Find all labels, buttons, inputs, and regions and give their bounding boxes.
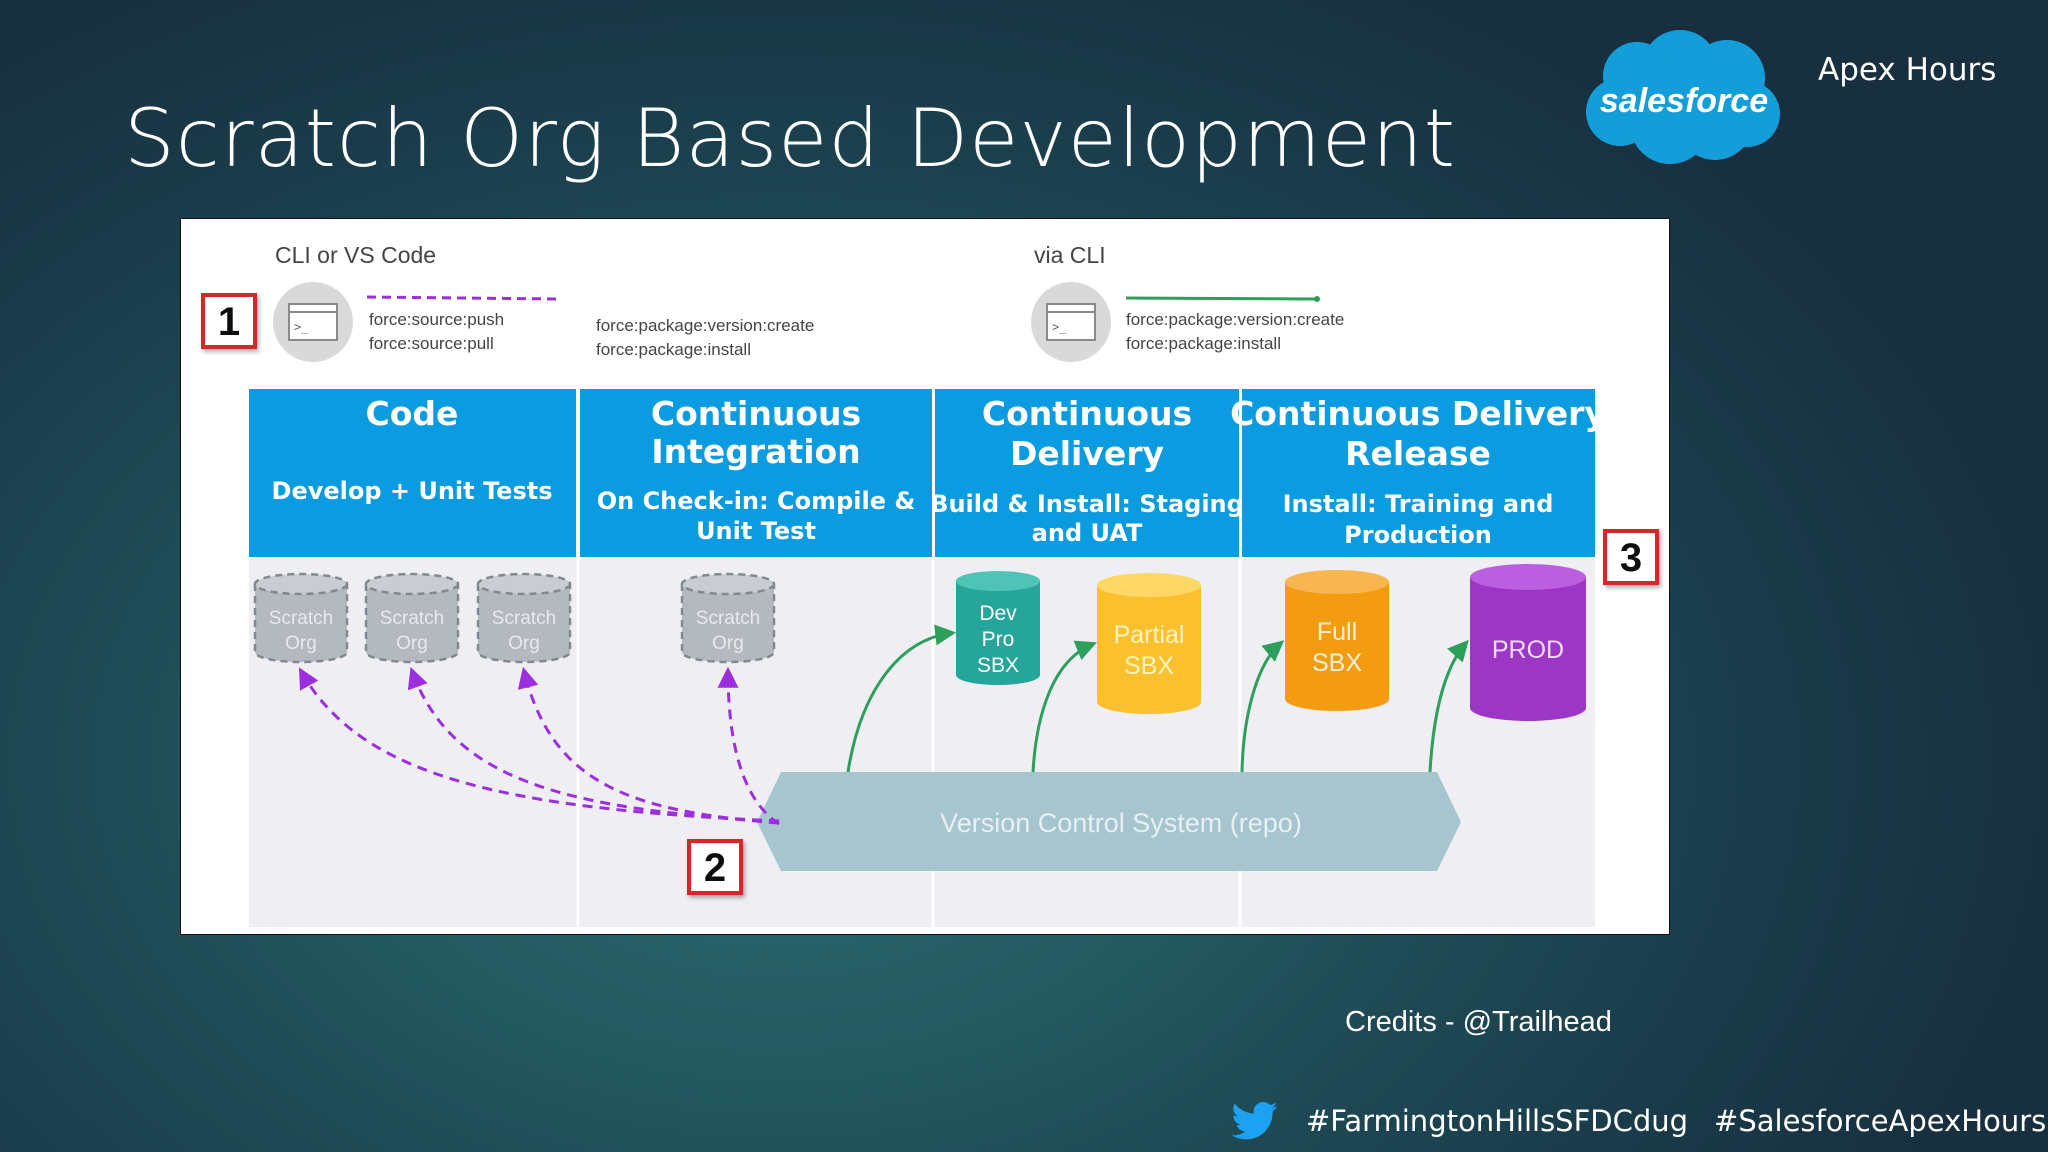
package-install-command: force:package:install	[596, 340, 751, 359]
badge-2: 2	[687, 839, 743, 895]
svg-text:>_: >_	[294, 320, 309, 334]
package-install-command-cli: force:package:install	[1126, 334, 1281, 353]
stage-header-continuous-delivery-release: Continuous Delivery Release Install: Tra…	[1230, 389, 1606, 557]
scratch-org: Scratch Org	[364, 572, 460, 664]
version-control-system: Version Control System (repo)	[757, 772, 1461, 871]
scratch-org: Scratch Org	[680, 572, 776, 664]
svg-text:On Check-in: Compile &: On Check-in: Compile &	[597, 487, 916, 515]
solid-arrow-sample	[1125, 296, 1318, 301]
svg-text:Develop + Unit Tests: Develop + Unit Tests	[272, 477, 553, 505]
twitter-bird-icon	[1232, 1102, 1278, 1140]
env-prod: PROD	[1470, 564, 1586, 721]
svg-text:and UAT: and UAT	[1032, 519, 1143, 547]
stage-header-continuous-delivery: Continuous Delivery Build & Install: Sta…	[930, 389, 1244, 557]
badge-3: 3	[1603, 529, 1659, 585]
salesforce-cloud-logo: salesforce	[1586, 30, 1780, 164]
svg-text:Delivery: Delivery	[1010, 434, 1164, 473]
svg-text:Continuous Delivery: Continuous Delivery	[1230, 394, 1606, 433]
brand-text: Apex Hours	[1818, 52, 1997, 88]
svg-text:Scratch: Scratch	[696, 608, 760, 629]
svg-text:Org: Org	[396, 633, 428, 654]
svg-text:Partial: Partial	[1114, 621, 1185, 649]
dashed-arrows	[298, 666, 780, 826]
svg-text:Full: Full	[1317, 618, 1357, 646]
svg-text:Org: Org	[508, 633, 540, 654]
svg-text:Dev: Dev	[979, 602, 1017, 625]
svg-text:2: 2	[704, 846, 726, 890]
svg-text:Continuous: Continuous	[982, 394, 1192, 433]
package-version-create-command-cli: force:package:version:create	[1126, 310, 1344, 329]
salesforce-logo-text: salesforce	[1600, 82, 1768, 120]
badge-1: 1	[201, 293, 257, 349]
svg-text:Continuous: Continuous	[651, 394, 861, 433]
svg-text:Install: Training and: Install: Training and	[1283, 490, 1554, 518]
svg-text:Code: Code	[366, 394, 459, 433]
svg-text:Production: Production	[1344, 521, 1492, 549]
svg-text:Scratch: Scratch	[492, 608, 556, 629]
env-dev-pro-sbx: Dev Pro SBX	[956, 571, 1040, 685]
svg-text:Integration: Integration	[651, 432, 860, 471]
terminal-icon: >_	[1031, 282, 1111, 362]
hashtag-farmington[interactable]: #FarmingtonHillsSFDCdug	[1306, 1104, 1689, 1138]
stage-header-code: Code Develop + Unit Tests	[249, 389, 576, 557]
env-full-sbx: Full SBX	[1285, 570, 1389, 711]
source-push-command: force:source:push	[369, 310, 504, 329]
svg-text:Org: Org	[285, 633, 317, 654]
scratch-org: Scratch Org	[253, 572, 349, 664]
dashed-arrow-sample	[366, 295, 560, 301]
svg-text:Org: Org	[712, 633, 744, 654]
pipeline-diagram: CLI or VS Code >_ force:source:push forc…	[201, 242, 1659, 927]
solid-arrows	[846, 624, 1469, 773]
svg-text:1: 1	[218, 300, 240, 344]
terminal-icon: >_	[273, 282, 353, 362]
svg-text:>_: >_	[1052, 320, 1067, 334]
credits: Credits - @Trailhead	[1345, 1006, 1612, 1038]
svg-text:Release: Release	[1345, 434, 1491, 473]
svg-text:Scratch: Scratch	[380, 608, 444, 629]
svg-text:Scratch: Scratch	[269, 608, 333, 629]
svg-text:SBX: SBX	[977, 654, 1019, 677]
svg-text:Pro: Pro	[982, 628, 1015, 651]
svg-text:Version Control System (repo): Version Control System (repo)	[940, 808, 1302, 838]
svg-text:PROD: PROD	[1492, 636, 1564, 664]
stage-header-continuous-integration: Continuous Integration On Check-in: Comp…	[580, 389, 932, 557]
svg-text:Unit Test: Unit Test	[696, 517, 816, 545]
via-cli-label: via CLI	[1034, 242, 1106, 268]
scratch-org: Scratch Org	[476, 572, 572, 664]
svg-text:Build & Install: Staging: Build & Install: Staging	[930, 490, 1244, 518]
env-partial-sbx: Partial SBX	[1097, 573, 1201, 714]
package-version-create-command: force:package:version:create	[596, 316, 814, 335]
hashtag-apexhours[interactable]: #SalesforceApexHours	[1714, 1104, 2047, 1138]
svg-text:SBX: SBX	[1124, 652, 1174, 680]
svg-text:3: 3	[1620, 536, 1642, 580]
svg-text:SBX: SBX	[1312, 649, 1362, 677]
source-pull-command: force:source:pull	[369, 334, 494, 353]
cli-or-vscode-label: CLI or VS Code	[275, 242, 436, 268]
footer-hashtags: #FarmingtonHillsSFDCdug #SalesforceApexH…	[1232, 1098, 2046, 1144]
slide-title: Scratch Org Based Development	[124, 92, 1457, 185]
diagram-frame: CLI or VS Code >_ force:source:push forc…	[180, 218, 1670, 935]
